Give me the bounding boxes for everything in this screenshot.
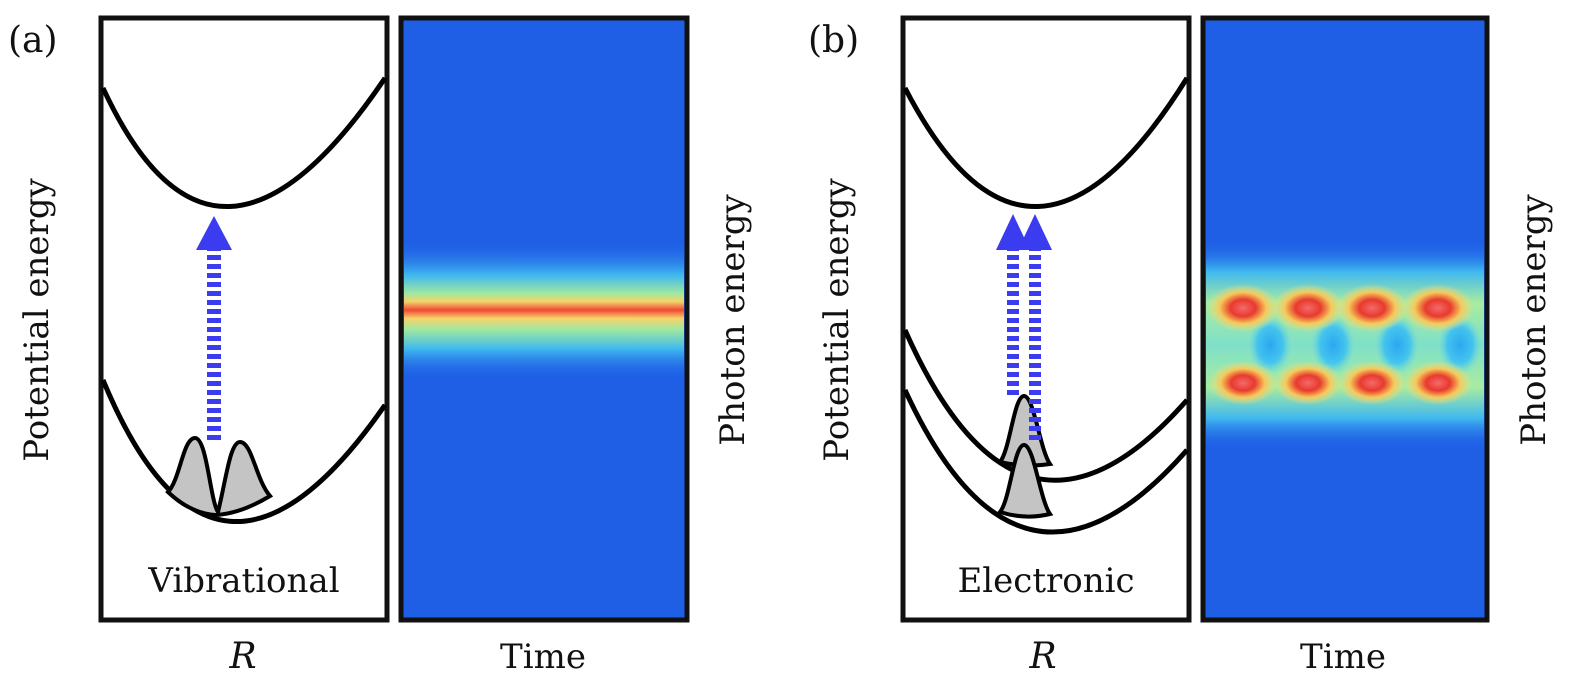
y-axis-label-potential-energy: Potential energy bbox=[17, 177, 57, 461]
ground-state-curve bbox=[100, 379, 388, 525]
ground-state-curve bbox=[902, 388, 1189, 535]
intensity-peak bbox=[1207, 284, 1279, 332]
intensity-peak bbox=[1336, 284, 1408, 332]
x-axis-label-r: R bbox=[1028, 636, 1056, 677]
intensity-peak bbox=[1209, 361, 1277, 405]
y-axis-label-photon-energy: Photon energy bbox=[1514, 193, 1554, 445]
arrow-up-icon bbox=[996, 214, 1030, 250]
inset-text-electronic: Electronic bbox=[957, 561, 1134, 601]
intensity-peak bbox=[1402, 284, 1474, 332]
intensity-peak bbox=[1404, 361, 1472, 405]
intensity-peak bbox=[1274, 361, 1342, 405]
y-axis-label-potential-energy: Potential energy bbox=[817, 177, 857, 461]
emission-band bbox=[404, 240, 684, 380]
x-axis-label-time: Time bbox=[1300, 637, 1386, 677]
interference-pattern bbox=[1207, 284, 1482, 405]
x-axis-label-r: R bbox=[228, 636, 256, 677]
y-axis-label-photon-energy: Photon energy bbox=[713, 193, 753, 445]
arrow-up-icon bbox=[1018, 214, 1052, 250]
arrow-up-icon bbox=[196, 216, 232, 250]
x-axis-label-time: Time bbox=[500, 637, 586, 677]
excited-state-curve bbox=[902, 76, 1190, 209]
panel-label: (b) bbox=[808, 20, 859, 61]
excited-state-curve bbox=[100, 76, 388, 209]
intensity-peak bbox=[1338, 361, 1406, 405]
panel-a: (a) Potential energy Vibrational R Time … bbox=[8, 15, 753, 677]
intensity-minimum bbox=[1248, 315, 1292, 375]
panel-b: (b) Potential energy Electronic R bbox=[808, 15, 1554, 677]
lower-wavepacket bbox=[996, 442, 1054, 519]
inset-text-vibrational: Vibrational bbox=[147, 561, 339, 601]
potential-energy-box bbox=[900, 15, 1192, 623]
potential-energy-box bbox=[98, 15, 390, 623]
intensity-peak bbox=[1272, 284, 1344, 332]
vibrational-wavepacket bbox=[165, 435, 274, 518]
panel-label: (a) bbox=[8, 20, 58, 61]
